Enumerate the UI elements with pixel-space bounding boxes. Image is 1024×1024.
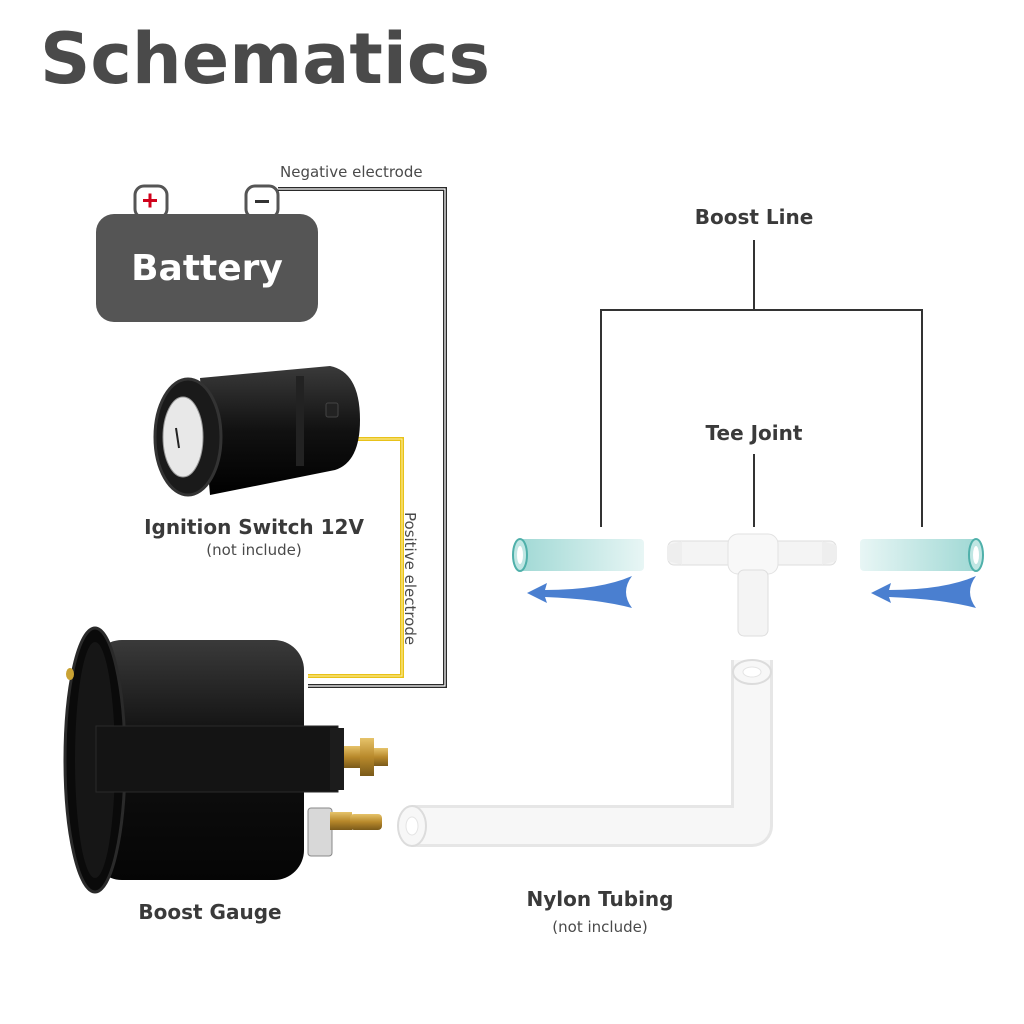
nylon-tubing-icon: [397, 659, 773, 847]
nylon-tubing-note: (not include): [552, 918, 648, 936]
right-boost-hose: [860, 538, 984, 572]
ignition-switch-label: Ignition Switch 12V: [144, 515, 364, 539]
ignition-switch-icon: [153, 366, 360, 497]
tee-joint-label: Tee Joint: [705, 421, 803, 445]
ignition-switch-note: (not include): [206, 541, 302, 559]
nylon-tubing-label: Nylon Tubing: [526, 887, 674, 911]
positive-electrode-label: Positive electrode: [401, 512, 419, 646]
left-boost-hose: [512, 538, 644, 572]
battery-icon: [96, 184, 318, 322]
tee-joint-icon: [667, 533, 837, 637]
negative-electrode-label: Negative electrode: [280, 163, 423, 181]
flow-arrow-icon: [527, 576, 976, 608]
page-title: Schematics: [40, 18, 491, 100]
battery-label: Battery: [131, 248, 283, 289]
boost-line-connector: [600, 240, 923, 527]
boost-gauge-label: Boost Gauge: [138, 900, 282, 924]
boost-gauge-icon: [63, 626, 388, 894]
positive-wire: [308, 437, 404, 678]
boost-line-label: Boost Line: [694, 205, 814, 229]
negative-wire: [278, 187, 447, 688]
